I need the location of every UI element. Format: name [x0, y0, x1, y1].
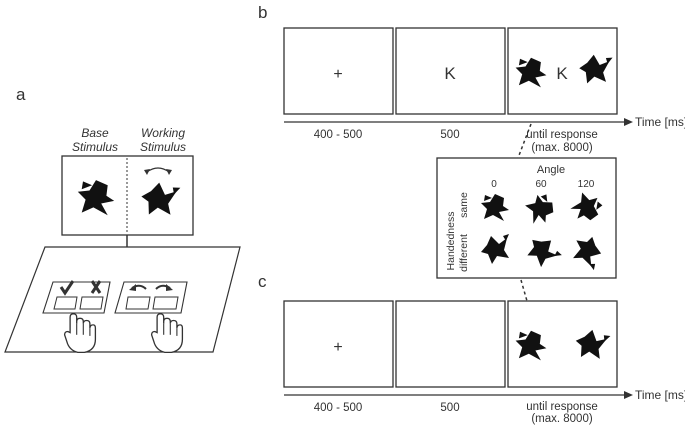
rotation-arrow-head-right [166, 169, 172, 175]
b-duration-3-line2: (max. 8000) [531, 142, 593, 154]
base-stimulus-label-2: Stimulus [72, 140, 118, 154]
b-time-arrow-head [624, 118, 633, 126]
c-frame-fixation [283, 300, 394, 388]
inset-angle-0: 0 [491, 179, 497, 190]
b-duration-1: 400 - 500 [314, 129, 363, 141]
panel-label-b: b [258, 3, 267, 22]
b-duration-2: 500 [440, 129, 459, 141]
c-time-arrow-head [624, 391, 633, 399]
rotate-right-arrow-head [166, 284, 173, 291]
rotate-left-arrow-head [129, 284, 136, 291]
b-letter-cue: K [444, 64, 456, 83]
working-stimulus-label-1: Working [141, 126, 185, 140]
connector-b-to-inset [517, 123, 532, 159]
left-key-1 [53, 296, 78, 310]
b-fixation-cross: + [333, 66, 342, 83]
inset-handedness-label: Handedness [445, 212, 457, 271]
c-fixation-cross: + [333, 339, 342, 356]
inset-angle-60: 60 [535, 179, 547, 190]
inset-angle-120: 120 [578, 179, 595, 190]
b-frame-letter [395, 27, 506, 115]
cross-icon [90, 280, 102, 294]
base-stimulus-label-1: Base [81, 126, 109, 140]
connector-inset-to-c [520, 279, 528, 302]
c-duration-3-line1: until response [526, 401, 598, 413]
panel-label-a: a [16, 85, 26, 104]
working-stimulus-label-2: Stimulus [140, 140, 186, 154]
inset-row-different: different [458, 234, 470, 272]
panel-label-c: c [258, 272, 267, 291]
right-key-2 [152, 296, 179, 310]
c-duration-3-line2: (max. 8000) [531, 413, 593, 425]
c-frame-blank [395, 300, 506, 388]
inset-angle-title: Angle [537, 164, 565, 176]
c-time-label: Time [ms] [635, 388, 685, 402]
left-key-2 [79, 296, 104, 310]
b-frame-fixation [283, 27, 394, 115]
inset-row-same: same [458, 192, 470, 218]
b-response-letter: K [556, 64, 568, 83]
right-key-1 [125, 296, 151, 310]
rotation-arrow-head-left [144, 169, 150, 175]
c-duration-2: 500 [440, 402, 459, 414]
c-duration-1: 400 - 500 [314, 402, 363, 414]
b-duration-3-line1: until response [526, 129, 598, 141]
b-time-label: Time [ms] [635, 115, 685, 129]
check-icon [59, 280, 75, 296]
